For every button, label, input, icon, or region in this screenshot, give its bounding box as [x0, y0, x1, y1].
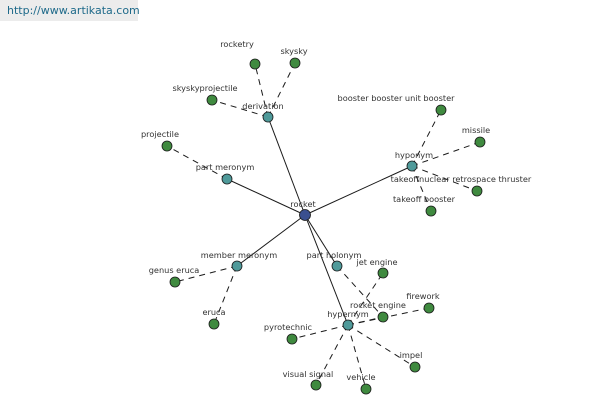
- node-circle-pyrotechnic[interactable]: [286, 333, 298, 345]
- node-circle-takeoff-booster[interactable]: [425, 205, 437, 217]
- node-circle-booster-unit[interactable]: [435, 104, 447, 116]
- edge-hypernym-to-impel: [347, 324, 416, 368]
- edge-hypernym-to-firework: [347, 307, 430, 326]
- node-firework[interactable]: firework: [406, 291, 440, 314]
- node-projectile[interactable]: projectile: [141, 129, 179, 152]
- node-label-firework: firework: [406, 291, 439, 301]
- node-label-hyponym: hyponym: [395, 150, 433, 160]
- node-circle-skyskyprojectile[interactable]: [206, 94, 218, 106]
- node-member-meronym[interactable]: member meronym: [201, 250, 277, 272]
- node-derivation[interactable]: derivation: [242, 101, 284, 123]
- node-circle-vehicle[interactable]: [360, 383, 372, 395]
- node-label-takeoff-nuclear: takeoffnuclear retrospace thruster: [391, 174, 532, 184]
- node-circle-part-holonym[interactable]: [331, 260, 343, 272]
- node-circle-projectile[interactable]: [161, 140, 173, 152]
- node-label-derivation: derivation: [242, 101, 283, 111]
- node-jet-engine[interactable]: jet engine: [355, 257, 398, 279]
- edge-part-holonym-to-rocket-engine: [336, 265, 384, 318]
- edge-rocket-to-hypernym: [304, 214, 349, 326]
- node-circle-rocket-engine[interactable]: [377, 311, 389, 323]
- node-label-skysky: skysky: [280, 46, 307, 56]
- node-label-rocket-engine: rocket engine: [350, 300, 406, 310]
- node-label-eruca: eruca: [202, 307, 225, 317]
- url-banner[interactable]: http://www.artikata.com: [0, 0, 140, 21]
- node-part-holonym[interactable]: part holonym: [307, 250, 362, 272]
- node-circle-genus-eruca[interactable]: [169, 276, 181, 288]
- node-label-member-meronym: member meronym: [201, 250, 277, 260]
- node-label-hypernym: hypernym: [327, 309, 369, 319]
- node-takeoff-nuclear[interactable]: takeoffnuclear retrospace thruster: [391, 174, 532, 197]
- node-circle-rocketry[interactable]: [249, 58, 261, 70]
- node-missile[interactable]: missile: [462, 125, 490, 148]
- edge-rocket-to-member-meronym: [236, 214, 306, 267]
- node-label-part-holonym: part holonym: [307, 250, 362, 260]
- edge-derivation-to-rocketry: [254, 63, 269, 118]
- node-label-rocketry: rocketry: [220, 39, 254, 49]
- node-takeoff-booster[interactable]: takeoff booster: [393, 194, 456, 217]
- node-circle-skysky[interactable]: [289, 57, 301, 69]
- edge-rocket-to-part-meronym: [226, 178, 306, 216]
- edge-hyponym-to-missile: [411, 141, 481, 167]
- node-label-takeoff-booster: takeoff booster: [393, 194, 456, 204]
- node-circle-derivation[interactable]: [262, 111, 274, 123]
- node-hypernym[interactable]: hypernym: [327, 309, 369, 331]
- edge-hypernym-to-pyrotechnic: [291, 324, 349, 340]
- node-circle-rocket[interactable]: [299, 209, 311, 221]
- node-circle-missile[interactable]: [474, 136, 486, 148]
- node-label-part-meronym: part meronym: [196, 162, 255, 172]
- node-circle-part-meronym[interactable]: [221, 173, 233, 185]
- node-eruca[interactable]: eruca: [202, 307, 226, 330]
- edge-part-meronym-to-projectile: [166, 145, 228, 180]
- node-circle-impel[interactable]: [409, 361, 421, 373]
- node-circle-hypernym[interactable]: [342, 319, 354, 331]
- node-rocketry[interactable]: rocketry: [220, 39, 261, 70]
- node-impel[interactable]: impel: [400, 350, 423, 373]
- node-part-meronym[interactable]: part meronym: [196, 162, 255, 185]
- node-pyrotechnic[interactable]: pyrotechnic: [264, 322, 312, 345]
- node-circle-member-meronym[interactable]: [231, 260, 243, 272]
- node-label-projectile: projectile: [141, 129, 179, 139]
- node-booster-unit[interactable]: booster booster unit booster: [338, 93, 456, 116]
- edge-hypernym-to-visual-signal: [315, 324, 349, 386]
- node-rocket-engine[interactable]: rocket engine: [350, 300, 406, 323]
- node-label-missile: missile: [462, 125, 490, 135]
- node-label-pyrotechnic: pyrotechnic: [264, 322, 312, 332]
- node-label-vehicle: vehicle: [346, 372, 375, 382]
- node-circle-takeoff-nuclear[interactable]: [471, 185, 483, 197]
- edge-rocket-to-hyponym: [304, 165, 413, 216]
- node-circle-hyponym[interactable]: [406, 160, 418, 172]
- node-label-visual-signal: visual signal: [283, 369, 334, 379]
- node-skysky[interactable]: skysky: [280, 46, 308, 69]
- node-label-rocket: rocket: [290, 199, 316, 209]
- edge-hyponym-to-takeoff-nuclear: [411, 165, 478, 192]
- node-label-jet-engine: jet engine: [355, 257, 397, 267]
- node-skyskyprojectile[interactable]: skyskyprojectile: [172, 83, 238, 106]
- node-label-skyskyprojectile: skyskyprojectile: [172, 83, 237, 93]
- edge-rocket-to-derivation: [267, 116, 306, 216]
- node-genus-eruca[interactable]: genus eruca: [149, 265, 200, 288]
- node-circle-visual-signal[interactable]: [310, 379, 322, 391]
- edge-derivation-to-skyskyprojectile: [211, 99, 269, 118]
- node-label-genus-eruca: genus eruca: [149, 265, 200, 275]
- edge-hyponym-to-takeoff-booster: [411, 165, 432, 212]
- node-label-impel: impel: [400, 350, 423, 360]
- node-vehicle[interactable]: vehicle: [346, 372, 376, 395]
- edge-rocket-to-part-holonym: [304, 214, 338, 267]
- node-hyponym[interactable]: hyponym: [395, 150, 433, 172]
- node-circle-jet-engine[interactable]: [377, 267, 389, 279]
- node-rocket[interactable]: rocket: [290, 199, 316, 221]
- node-visual-signal[interactable]: visual signal: [283, 369, 334, 391]
- node-circle-firework[interactable]: [423, 302, 435, 314]
- node-label-booster-unit: booster booster unit booster: [338, 93, 456, 103]
- nodes-layer: rocket derivation hyponym part meronym membe…: [141, 39, 532, 395]
- node-circle-eruca[interactable]: [208, 318, 220, 330]
- edge-hypernym-to-vehicle: [347, 324, 367, 390]
- edges-layer: [166, 62, 481, 390]
